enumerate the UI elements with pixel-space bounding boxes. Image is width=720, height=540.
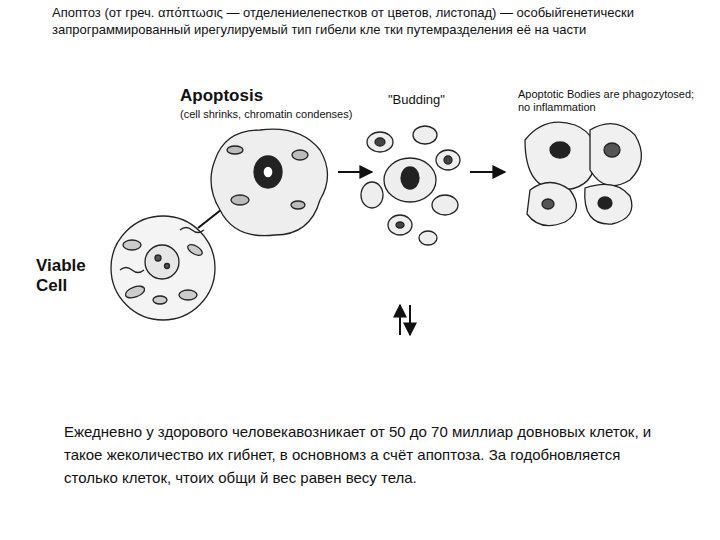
label: Viable Cell bbox=[36, 256, 116, 295]
shrunken-cell bbox=[211, 129, 328, 236]
label: "Budding" bbox=[388, 93, 478, 108]
label: Apoptosis bbox=[180, 86, 350, 106]
caption: Ежедневно у здорового человекавозникает … bbox=[64, 420, 654, 489]
label: (cell shrinks, chromatin condenses) bbox=[180, 108, 410, 121]
label: Apoptotic Bodies are phagozytosed; no in… bbox=[518, 88, 708, 113]
title: Апоптоз (от греч. απόπτωσις — отделениел… bbox=[52, 4, 652, 38]
phagocyte-cells bbox=[525, 122, 641, 225]
viable-cell bbox=[111, 216, 215, 320]
budding-cell bbox=[361, 126, 460, 245]
